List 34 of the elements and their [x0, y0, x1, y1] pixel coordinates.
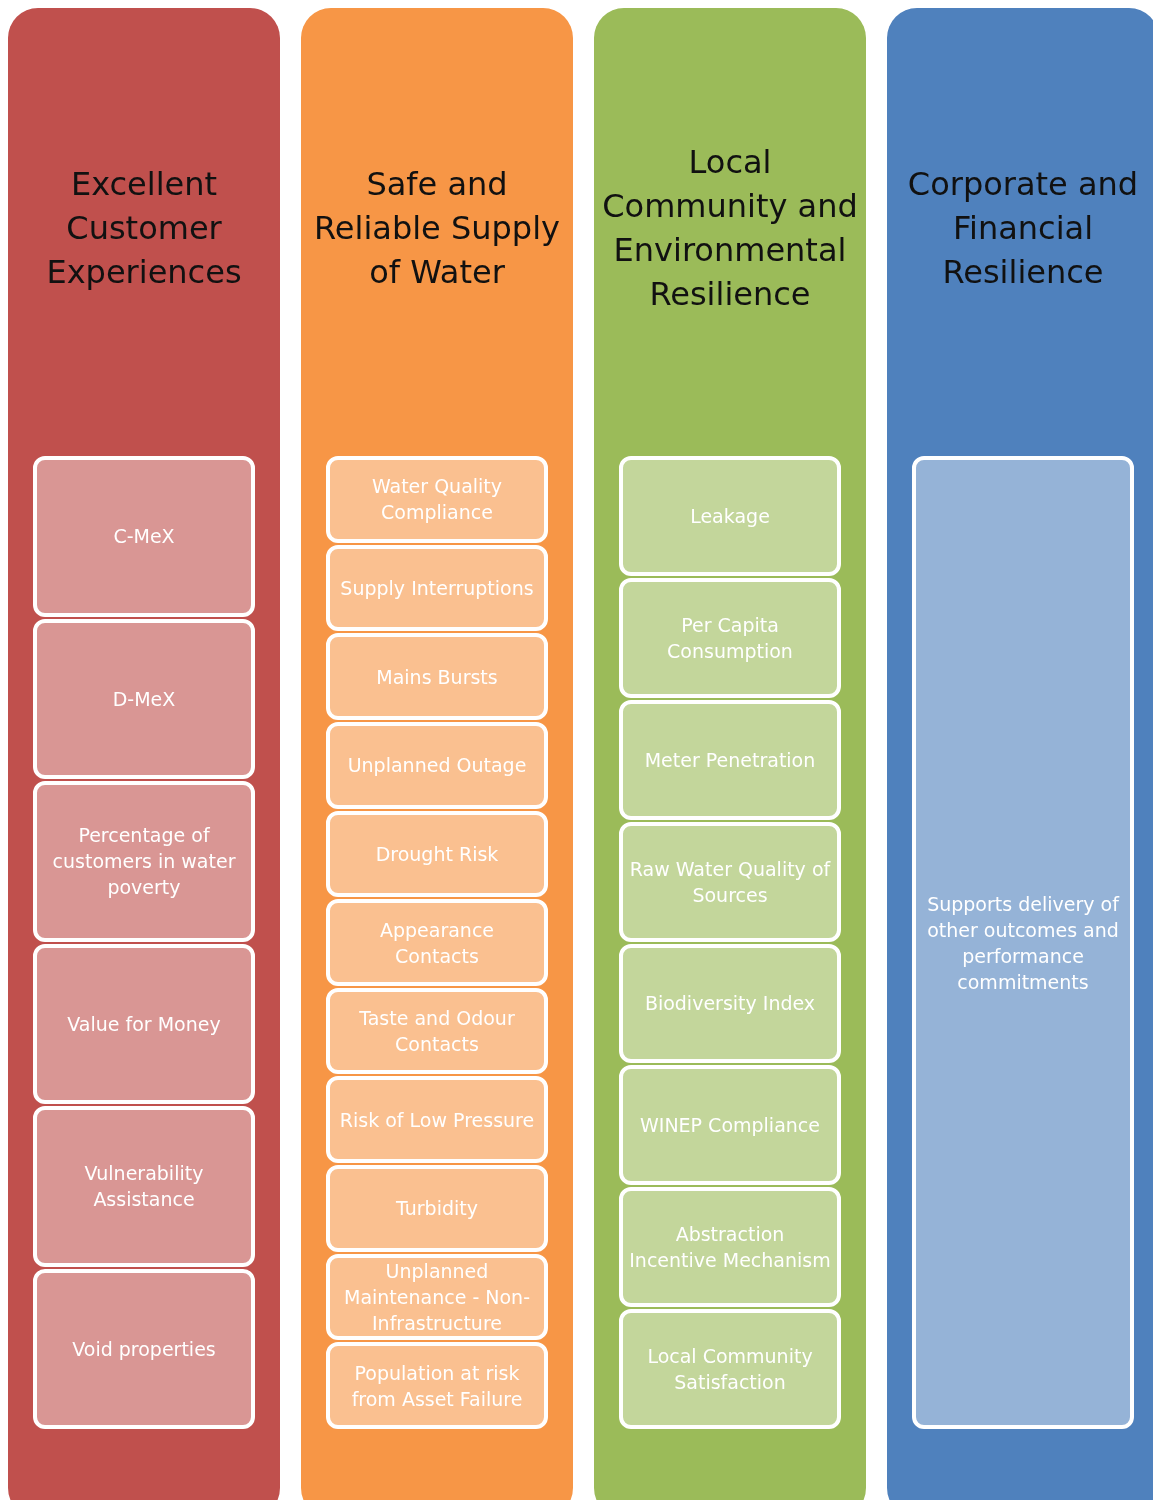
measure-box: Turbidity [326, 1165, 548, 1252]
measure-box: Leakage [619, 456, 841, 576]
category-column [8, 8, 280, 1500]
category-column [887, 8, 1153, 1500]
column-heading: Excellent Customer Experiences [45, 164, 243, 293]
measure-box: Supports delivery of other outcomes and performance commitments [912, 456, 1134, 1429]
measure-box: Void properties [33, 1268, 255, 1429]
measure-box: Meter Penetration [619, 699, 841, 820]
measure-box: Mains Bursts [326, 633, 548, 720]
measure-box: Percentage of customers in water poverty [33, 781, 255, 942]
measure-box: Vulnerability Assistance [33, 1106, 255, 1267]
measure-box: Water Quality Compliance [326, 456, 548, 543]
measure-box: Per Capita Consumption [619, 577, 841, 698]
column-heading: Safe and Reliable Supply of Water [313, 164, 561, 293]
measure-box: Unplanned Outage [326, 721, 548, 809]
category-column [301, 8, 573, 1500]
measure-box: Biodiversity Index [619, 943, 841, 1064]
measure-box: Unplanned Maintenance - Non-Infrastructure [326, 1253, 548, 1341]
measure-box: Risk of Low Pressure [326, 1076, 548, 1164]
column-heading: Local Community and Environmental Resilience [601, 142, 859, 315]
measure-box: Drought Risk [326, 810, 548, 898]
category-column [594, 8, 866, 1500]
measure-box: Local Community Satisfaction [619, 1309, 841, 1429]
measure-box: Appearance Contacts [326, 899, 548, 986]
measure-box: Supply Interruptions [326, 544, 548, 632]
column-heading: Corporate and Financial Resilience [906, 164, 1140, 293]
measure-box: Value for Money [33, 943, 255, 1104]
measure-box: Raw Water Quality of Sources [619, 821, 841, 942]
measure-box: Taste and Odour Contacts [326, 987, 548, 1075]
measure-box: D-MeX [33, 618, 255, 779]
measure-box: C-MeX [33, 456, 255, 617]
measure-box: Abstraction Incentive Mechanism [619, 1187, 841, 1308]
measure-box: Population at risk from Asset Failure [326, 1342, 548, 1430]
measure-box: WINEP Compliance [619, 1065, 841, 1186]
